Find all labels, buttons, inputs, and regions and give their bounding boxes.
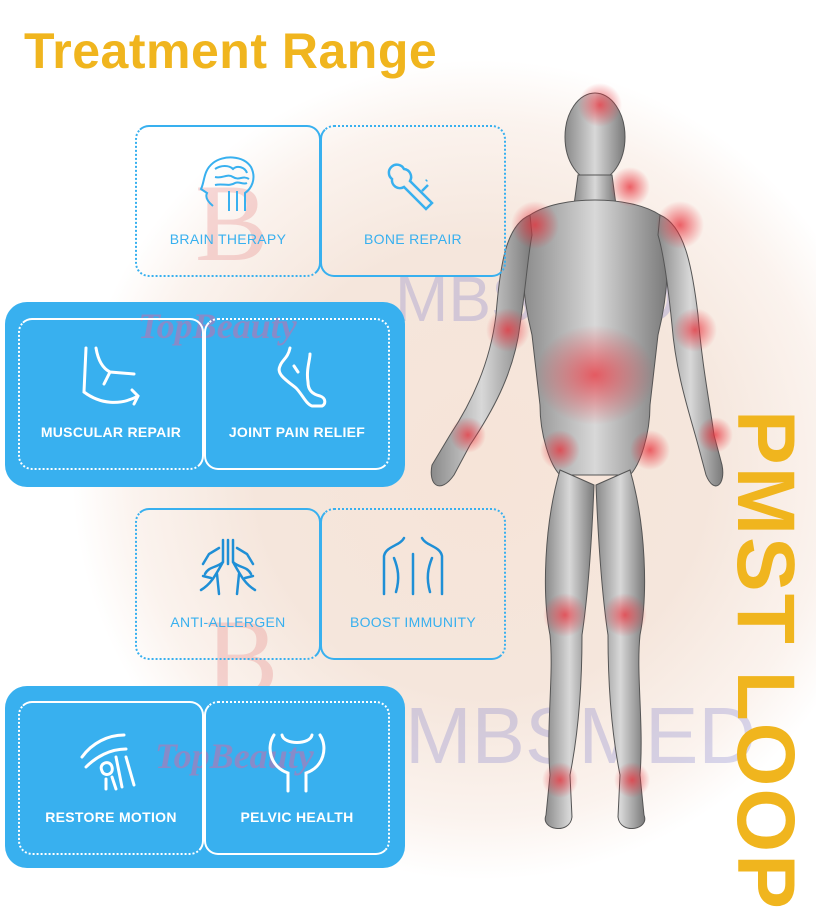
treatment-card-pelvic-health[interactable]: PELVIC HEALTH (204, 701, 390, 855)
lungs-icon (199, 538, 257, 596)
glow-head (578, 83, 622, 127)
treatment-label: BRAIN THERAPY (169, 231, 287, 247)
treatment-card-restore-motion[interactable]: RESTORE MOTION (18, 701, 204, 855)
brain-head-icon (199, 156, 255, 211)
treatment-label: ANTI-ALLERGEN (170, 614, 286, 630)
glow-shoulder-left (656, 201, 704, 249)
treatment-label: MUSCULAR REPAIR (40, 424, 182, 440)
treatment-label: BOOST IMMUNITY (349, 614, 477, 630)
treatment-card-boost-immunity[interactable]: BOOST IMMUNITY (320, 508, 506, 660)
treatment-card-joint-pain-relief[interactable]: JOINT PAIN RELIEF (204, 318, 390, 470)
treatment-label: PELVIC HEALTH (240, 809, 354, 825)
arm-muscle-icon (82, 346, 140, 406)
glow-elbow-right (486, 308, 530, 352)
treatment-card-bone-repair[interactable]: BONE REPAIR (320, 125, 506, 277)
treatment-label: JOINT PAIN RELIEF (228, 424, 366, 440)
glow-knee-left (603, 593, 647, 637)
back-torso-icon (382, 536, 444, 596)
foot-joint-icon (277, 346, 327, 408)
glow-hip-left (630, 430, 670, 470)
treatment-card-anti-allergen[interactable]: ANTI-ALLERGEN (135, 508, 321, 660)
glow-ankle-right (542, 762, 578, 798)
watermark-b-logo: B (195, 162, 269, 284)
glow-elbow-left (673, 308, 717, 352)
pelvis-icon (268, 733, 326, 793)
glow-abdomen (535, 325, 655, 425)
page-title: Treatment Range (24, 23, 438, 79)
glow-hip-right (540, 430, 580, 470)
treatment-card-brain-therapy[interactable]: BRAIN THERAPY (135, 125, 321, 277)
shoulder-joint-icon (80, 733, 136, 791)
glow-knee-right (543, 593, 587, 637)
treatment-card-muscular-repair[interactable]: MUSCULAR REPAIR (18, 318, 204, 470)
glow-wrist-left (697, 417, 733, 453)
glow-neck (610, 167, 650, 207)
watermark-topbeauty: TopBeauty (155, 736, 314, 776)
glow-ankle-left (614, 762, 650, 798)
treatment-label: BONE REPAIR (364, 231, 462, 247)
pain-point-glows (450, 83, 733, 798)
treatment-label: RESTORE MOTION (45, 809, 177, 825)
glow-shoulder-right (511, 201, 559, 249)
glow-wrist-right (450, 417, 486, 453)
bone-icon (387, 163, 434, 211)
watermark-mbsmed: MBSMED (405, 691, 757, 780)
side-title: PMST LOOP (720, 410, 811, 911)
anatomy-figure (430, 83, 733, 830)
